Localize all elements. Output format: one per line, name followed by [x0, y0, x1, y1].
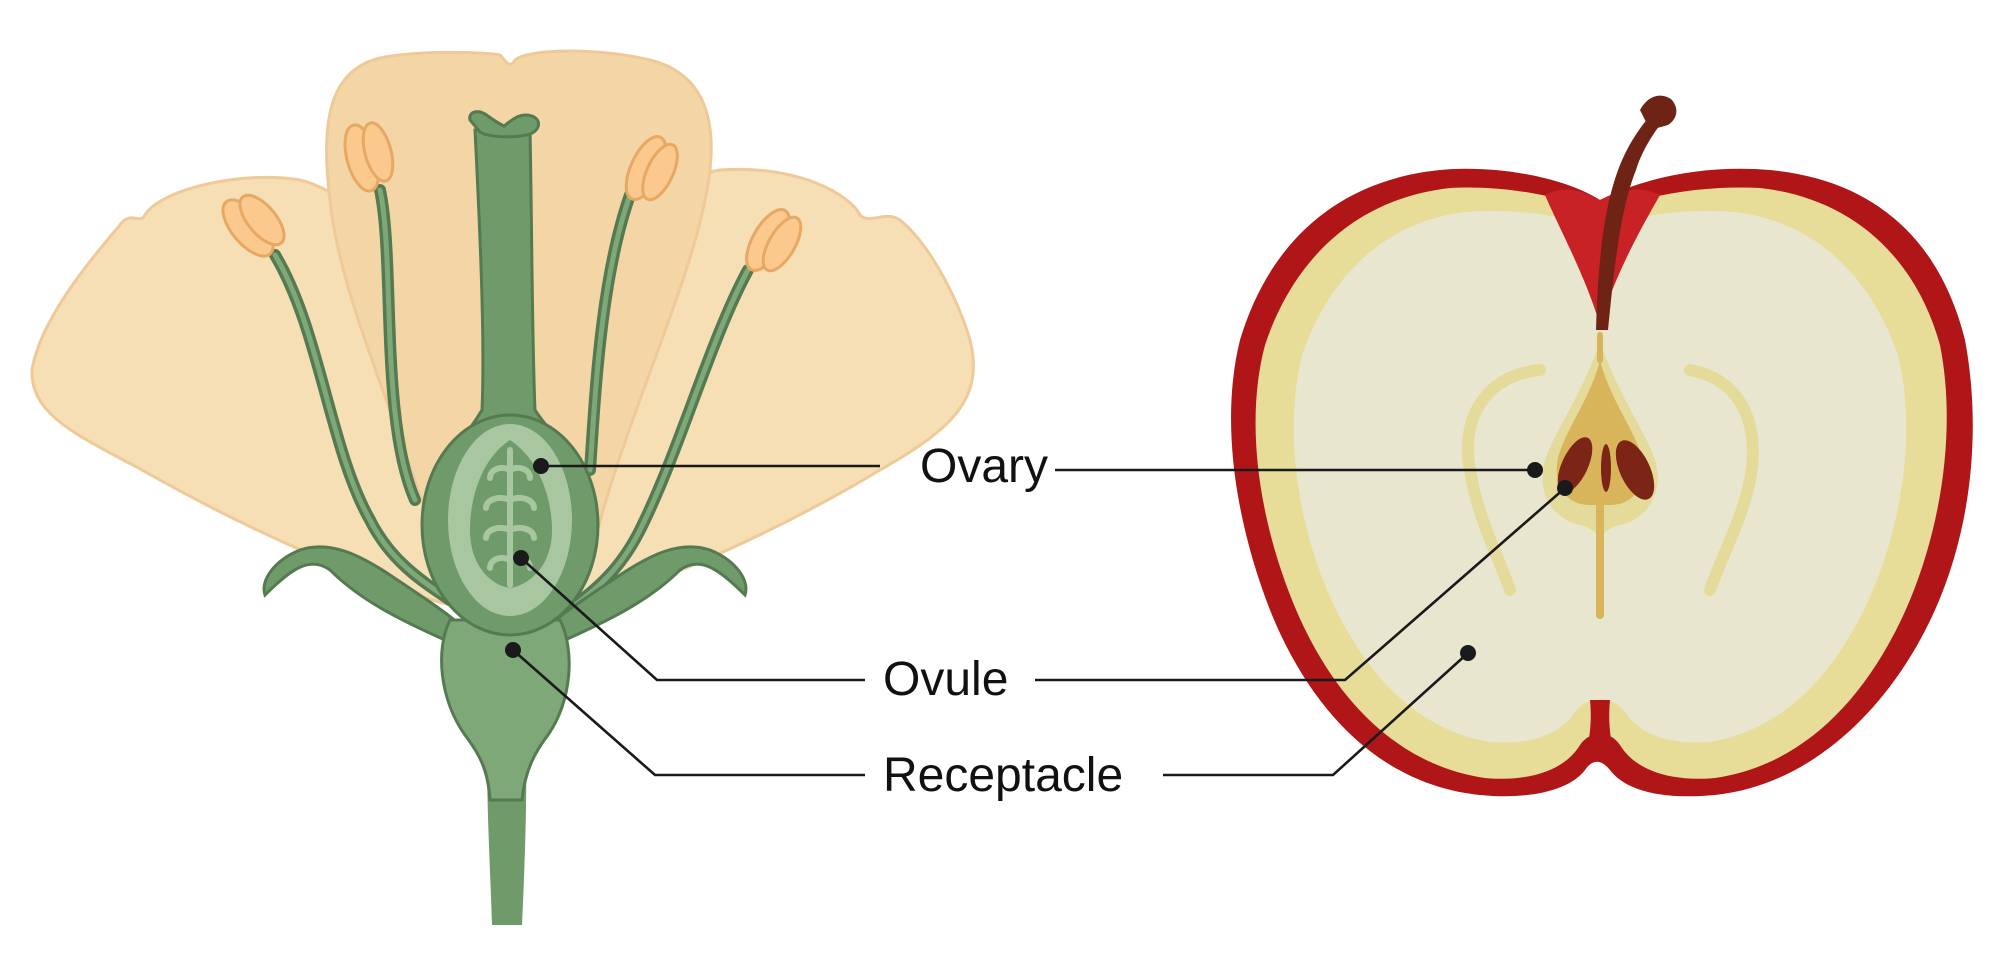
dot-receptacle-apple	[1460, 645, 1476, 661]
dot-ovule-flower	[513, 550, 529, 566]
leader-dots	[505, 458, 1573, 661]
anther-1-icon	[221, 193, 286, 258]
apple-vascular-right	[1684, 364, 1759, 596]
label-receptacle: Receptacle	[883, 749, 1123, 802]
anther-3-icon	[624, 135, 679, 202]
flower-sepal-left	[262, 545, 463, 642]
dot-ovary-apple	[1527, 462, 1543, 478]
leader-ovule-flower	[520, 557, 865, 682]
apple-seeds	[1557, 437, 1655, 500]
flower-anthers	[221, 121, 803, 273]
label-ovary: Ovary	[920, 440, 1048, 493]
apple-illustration	[1231, 95, 1973, 797]
leader-lines	[512, 464, 1566, 777]
flower-ovules	[483, 447, 537, 588]
apple-seed-center	[1601, 444, 1611, 492]
apple-stem	[1596, 105, 1668, 330]
labels: Ovary Ovule Receptacle	[883, 440, 1123, 802]
leader-receptacle-apple	[1163, 652, 1469, 777]
leader-receptacle-flower	[512, 649, 865, 777]
dot-ovule-apple	[1557, 480, 1573, 496]
apple-bottom-notch	[1585, 700, 1615, 755]
anther-4-icon	[745, 208, 803, 273]
anther-2-icon	[343, 121, 395, 193]
dot-ovary-flower	[533, 458, 549, 474]
flower-illustration	[30, 49, 975, 925]
apple-seed-right	[1615, 440, 1655, 500]
label-ovule: Ovule	[883, 653, 1008, 706]
dot-receptacle-flower	[505, 642, 521, 658]
leader-ovule-apple	[1035, 487, 1566, 682]
apple-seed-left	[1557, 437, 1593, 493]
flower-stigma	[468, 110, 540, 139]
flower-sepal-right	[547, 545, 748, 642]
flower-receptacle	[440, 618, 571, 802]
